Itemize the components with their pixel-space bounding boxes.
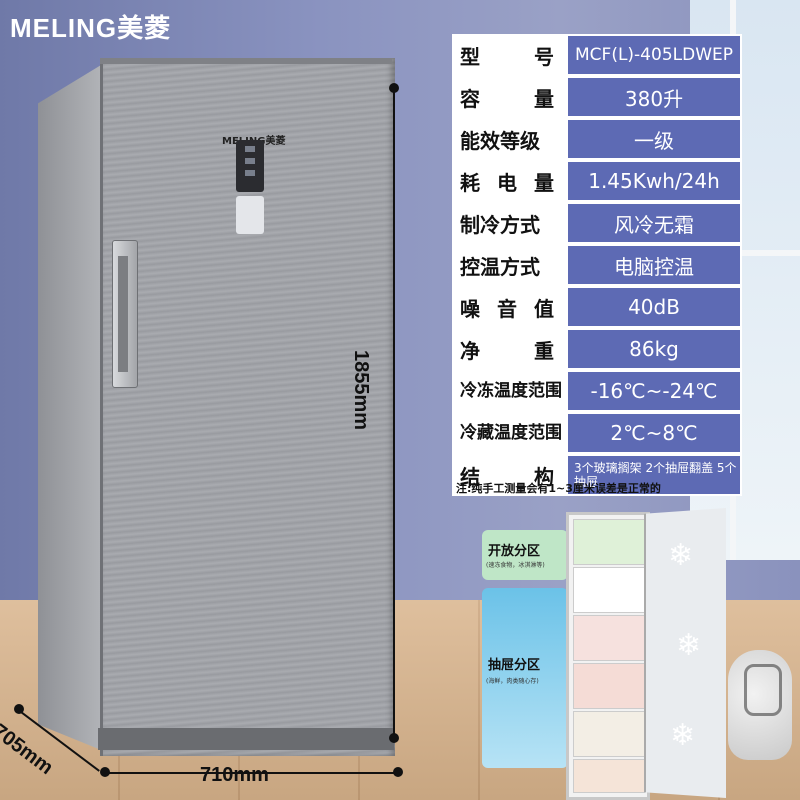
spec-value-cooling: 风冷无霜 <box>566 202 742 244</box>
freezer-interior-image <box>566 512 650 800</box>
spec-row: 容量 380升 <box>452 76 742 118</box>
spec-key: 冷冻温度范围 <box>452 370 566 412</box>
spec-value-power: 1.45Kwh/24h <box>566 160 742 202</box>
drawer-zone-title: 抽屉分区 <box>488 658 541 673</box>
brand-logo: MELING美菱 <box>10 13 172 43</box>
spec-row: 型号 MCF(L)-405LDWEP <box>452 34 742 76</box>
spec-key: 控温方式 <box>452 244 566 286</box>
open-zone-highlight <box>482 530 568 580</box>
spec-row: 冷藏温度范围 2℃~8℃ <box>452 412 742 454</box>
spec-value-model: MCF(L)-405LDWEP <box>566 34 742 76</box>
spec-value-capacity: 380升 <box>566 76 742 118</box>
spec-value-structure: 3个玻璃搁架 2个抽屉翻盖 5个抽屉 <box>566 454 742 496</box>
spec-table: 型号 MCF(L)-405LDWEP 容量 380升 能效等级 一级 耗电量 1… <box>452 34 742 496</box>
control-panel <box>236 196 264 234</box>
spec-row: 耗电量 1.45Kwh/24h <box>452 160 742 202</box>
spec-row: 控温方式 电脑控温 <box>452 244 742 286</box>
height-label: 1855mm <box>350 350 372 431</box>
drawer-zone-highlight <box>482 588 568 768</box>
spec-key: 能效等级 <box>452 118 566 160</box>
width-dimension-line <box>106 772 398 774</box>
spec-value-weight: 86kg <box>566 328 742 370</box>
open-zone-title: 开放分区 <box>488 544 541 559</box>
spec-row: 结构 3个玻璃搁架 2个抽屉翻盖 5个抽屉 <box>452 454 742 496</box>
spec-value-fridge-range: 2℃~8℃ <box>566 412 742 454</box>
temperature-display <box>236 140 264 192</box>
spec-row: 噪音值 40dB <box>452 286 742 328</box>
open-door-image: ❄ ❄ ❄ <box>644 508 726 798</box>
decorative-vase <box>728 650 792 760</box>
spec-value-temp-control: 电脑控温 <box>566 244 742 286</box>
spec-row: 能效等级 一级 <box>452 118 742 160</box>
spec-row: 净重 86kg <box>452 328 742 370</box>
spec-row: 制冷方式 风冷无霜 <box>452 202 742 244</box>
spec-value-freeze-range: -16℃~-24℃ <box>566 370 742 412</box>
spec-row: 冷冻温度范围 -16℃~-24℃ <box>452 370 742 412</box>
width-label: 710mm <box>200 764 269 786</box>
spec-value-noise: 40dB <box>566 286 742 328</box>
drawer-zone-subtitle: (海鲜，肉类随心存) <box>486 678 539 685</box>
spec-key: 冷藏温度范围 <box>452 412 566 454</box>
spec-value-energy-grade: 一级 <box>566 118 742 160</box>
spec-key: 制冷方式 <box>452 202 566 244</box>
height-dimension-line <box>393 88 395 738</box>
measurement-note: 注:纯手工测量会有1~3厘米误差是正常的 <box>456 482 661 495</box>
open-zone-subtitle: (速冻食物，冰淇淋等) <box>486 562 545 569</box>
